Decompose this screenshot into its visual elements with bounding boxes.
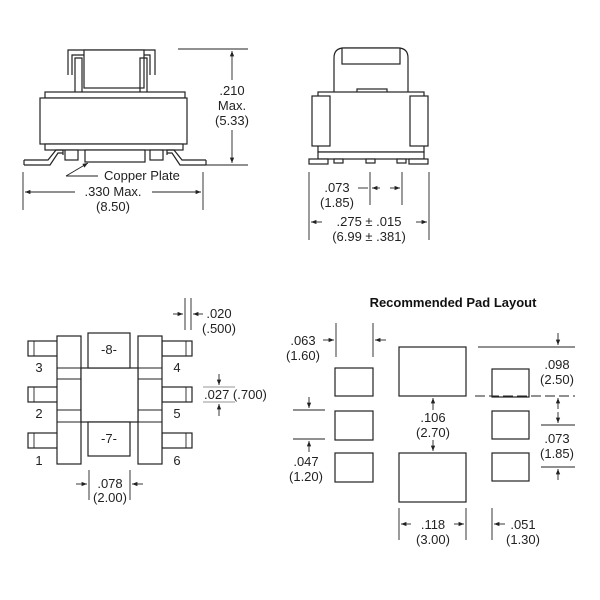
pin-label-2: 2	[35, 406, 42, 421]
center-pad-dim-1: .078	[97, 476, 122, 491]
center-pad-dim-2: (2.00)	[93, 490, 127, 505]
pitch-dim-1: .073	[324, 180, 349, 195]
right-pad-width-dim-1: .051	[510, 517, 535, 532]
height-dim-2: Max.	[218, 98, 246, 113]
end-width-dim-1: .275 ± .015	[337, 214, 402, 229]
pad-height-right-dim-2: (2.50)	[540, 372, 574, 387]
center-pad-width-dim-2: (3.00)	[416, 532, 450, 547]
height-dim-3: (5.33)	[215, 113, 249, 128]
pin-label-4: 4	[173, 360, 180, 375]
pin-gap-dim-1: .020	[206, 306, 231, 321]
end-view: .073 (1.85) .275 ± .015 (6.99 ± .381)	[308, 47, 430, 244]
height-dim-1: .210	[219, 83, 244, 98]
pad-height-right-dim-1: .098	[544, 357, 569, 372]
pad-layout-title: Recommended Pad Layout	[370, 295, 538, 310]
pad-width-left-dim-2: (1.60)	[286, 348, 320, 363]
center-gap-dim-1: .106	[420, 410, 445, 425]
pin-label-5: 5	[173, 406, 180, 421]
pad-pitch-right-dim-1: .073	[544, 431, 569, 446]
pin-label-8: -8-	[101, 342, 117, 357]
pad-layout: Recommended Pad Layout .063 (1.60) .098 …	[286, 295, 575, 547]
copper-plate-label: Copper Plate	[104, 168, 180, 183]
bottom-view: -8- -7- 3 2 1 4 5 6 .020 (.500) .027 (.7…	[27, 298, 267, 505]
end-width-dim-2: (6.99 ± .381)	[332, 229, 406, 244]
width-dim-1: .330 Max.	[84, 184, 141, 199]
pin-label-7: -7-	[101, 431, 117, 446]
pin-gap-dim-2: (.500)	[202, 321, 236, 336]
pad-pitch-right-dim-2: (1.85)	[540, 446, 574, 461]
pad-spacing-left-dim-2: (1.20)	[289, 469, 323, 484]
pin-label-1: 1	[35, 453, 42, 468]
pin-width-dim: .027 (.700)	[204, 387, 267, 402]
pin-label-6: 6	[173, 453, 180, 468]
center-pad-width-dim-1: .118	[421, 517, 445, 532]
pitch-dim-2: (1.85)	[320, 195, 354, 210]
width-dim-2: (8.50)	[96, 199, 130, 214]
center-gap-dim-2: (2.70)	[416, 425, 450, 440]
pin-label-3: 3	[35, 360, 42, 375]
side-view: .210 Max. (5.33) Copper Plate .330 Max. …	[22, 48, 249, 214]
pad-width-left-dim-1: .063	[290, 333, 315, 348]
pad-spacing-left-dim-1: .047	[293, 454, 318, 469]
right-pad-width-dim-2: (1.30)	[506, 532, 540, 547]
